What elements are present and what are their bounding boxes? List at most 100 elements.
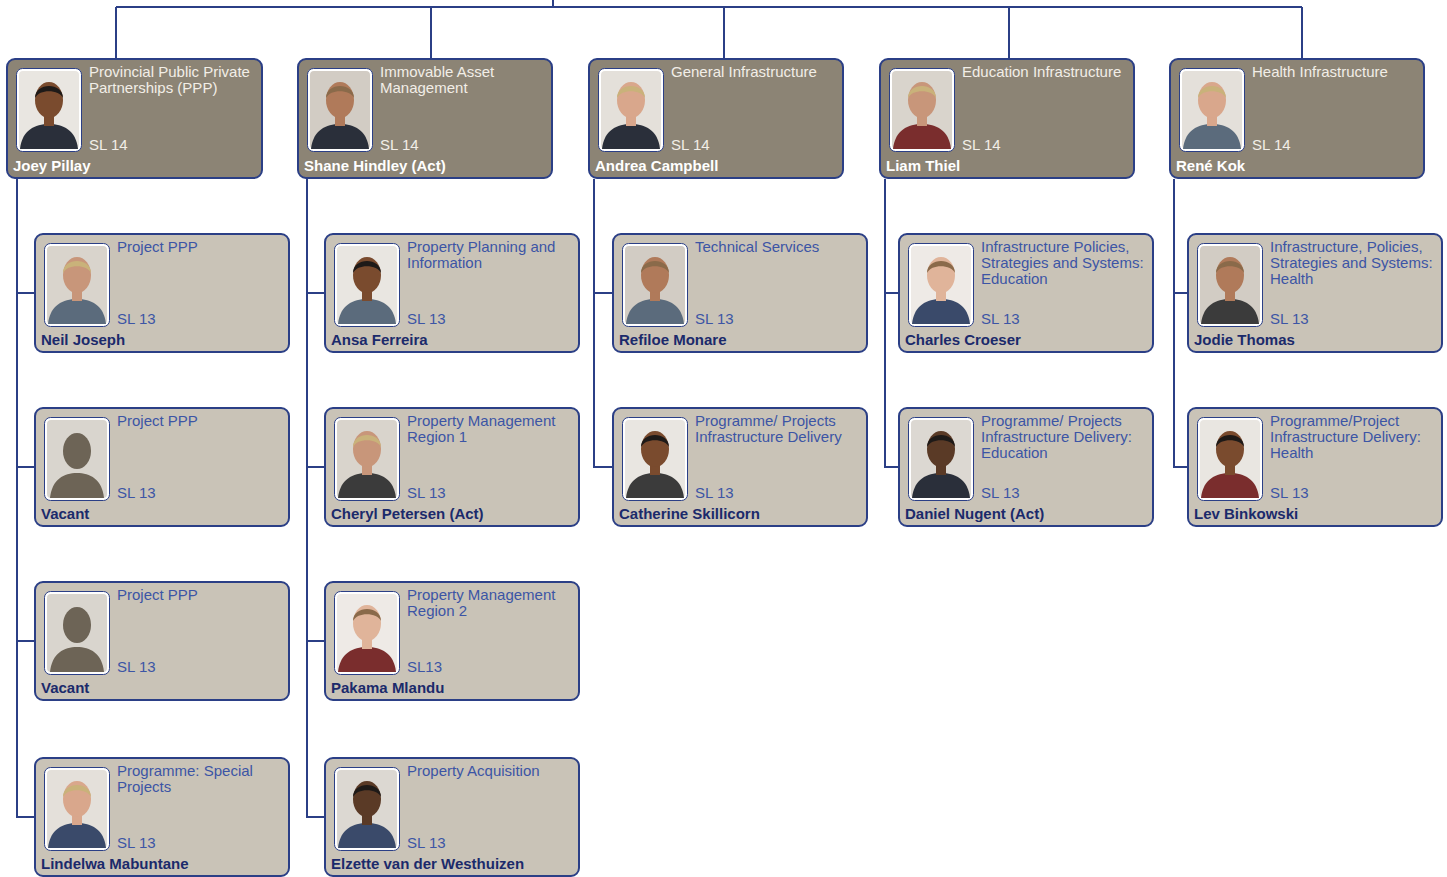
silhouette-head	[63, 607, 91, 643]
photo-frame	[17, 69, 82, 152]
reporting-line	[17, 179, 34, 641]
drop-line	[723, 7, 725, 59]
role-title: Project PPP	[117, 413, 284, 429]
photo-hair	[1216, 435, 1244, 447]
person-name: Jodie Thomas	[1194, 331, 1295, 348]
photo-face	[1216, 257, 1244, 293]
person-name: Pakama Mlandu	[331, 679, 444, 696]
manager-box: Property AcquisitionSL 13Elzette van der…	[324, 757, 580, 877]
role-title: Project PPP	[117, 587, 284, 603]
manager-box: Property Planning and InformationSL 13An…	[324, 233, 580, 353]
reporting-line	[307, 179, 324, 293]
person-name: Refiloe Monare	[619, 331, 727, 348]
manager-box: Programme/ Projects Infrastructure Deliv…	[612, 407, 868, 527]
photo-body	[311, 124, 369, 149]
portrait-photo	[334, 417, 400, 501]
role-title: Health Infrastructure	[1252, 64, 1419, 80]
portrait-photo	[44, 767, 110, 851]
photo-face	[353, 605, 381, 641]
salary-level: SL 13	[407, 311, 446, 327]
photo-face	[617, 82, 645, 118]
reporting-line	[307, 179, 324, 817]
person-name: Shane Hindley (Act)	[304, 157, 446, 174]
photo-ground	[337, 770, 397, 848]
photo-body	[48, 299, 106, 324]
role-title: Property Planning and Information	[407, 239, 574, 271]
director-box: Education InfrastructureSL 14Liam Thiel	[879, 58, 1135, 179]
manager-box: Technical Services SL 13 Refiloe Monare	[612, 233, 868, 353]
bar-line	[116, 6, 1302, 8]
photo-frame	[909, 244, 974, 327]
portrait-photo	[16, 68, 82, 152]
salary-level: SL 14	[380, 137, 419, 153]
person-name: Vacant	[41, 679, 89, 696]
photo-frame	[890, 69, 955, 152]
manager-box: Programme/ Projects Infrastructure Deliv…	[898, 407, 1154, 527]
role-title: Technical Services	[695, 239, 862, 255]
photo-hair	[63, 261, 91, 273]
photo-frame	[1180, 69, 1245, 152]
photo-ground	[337, 594, 397, 672]
salary-level: SL 14	[89, 137, 128, 153]
manager-box: Programme: Special Projects SL 13 Lindelwa…	[34, 757, 290, 877]
photo-hair	[353, 785, 381, 797]
salary-level: SL 13	[695, 311, 734, 327]
photo-body	[912, 473, 970, 498]
person-name: Catherine Skillicorn	[619, 505, 760, 522]
manager-box: Project PPPSL 13Vacant	[34, 581, 290, 701]
person-name: Charles Croeser	[905, 331, 1021, 348]
person-name: Vacant	[41, 505, 89, 522]
silhouette-body	[50, 647, 104, 672]
salary-level: SL 13	[981, 311, 1020, 327]
role-title: Immovable Asset Management	[380, 64, 547, 96]
reporting-line	[17, 179, 34, 293]
photo-ground	[892, 71, 952, 149]
photo-frame	[45, 244, 110, 327]
portrait-photo	[908, 417, 974, 501]
photo-hair	[63, 785, 91, 797]
portrait-photo	[307, 68, 373, 152]
person-name: Elzette van der Westhuizen	[331, 855, 524, 872]
photo-ground	[625, 420, 685, 498]
photo-face	[1216, 431, 1244, 467]
salary-level: SL 14	[671, 137, 710, 153]
salary-level: SL 13	[1270, 485, 1309, 501]
photo-face	[35, 82, 63, 118]
photo-hair	[1198, 86, 1226, 98]
photo-body	[1201, 299, 1259, 324]
photo-frame	[335, 244, 400, 327]
photo-ground	[1200, 246, 1260, 324]
person-name: Liam Thiel	[886, 157, 960, 174]
photo-hair	[326, 86, 354, 98]
role-title: Programme: Special Projects	[117, 763, 284, 795]
role-title: Provincial Public Private Partnerships (…	[89, 64, 257, 96]
role-title: General Infrastructure	[671, 64, 838, 80]
photo-ground	[911, 246, 971, 324]
role-title: Property Acquisition	[407, 763, 574, 779]
portrait-photo	[622, 417, 688, 501]
portrait-photo	[334, 243, 400, 327]
person-name: Lindelwa Mabuntane	[41, 855, 189, 872]
photo-frame	[335, 768, 400, 851]
portrait-photo	[889, 68, 955, 152]
reporting-line	[307, 179, 324, 467]
reporting-line	[594, 179, 612, 467]
role-title: Infrastructure Policies, Strategies and …	[981, 239, 1148, 287]
person-name: Lev Binkowski	[1194, 505, 1298, 522]
photo-face	[353, 781, 381, 817]
photo-ground	[337, 420, 397, 498]
photo-frame	[909, 418, 974, 501]
manager-box: Property Management Region 2SL13Pakama M…	[324, 581, 580, 701]
photo-ground	[19, 71, 79, 149]
photo-ground	[337, 246, 397, 324]
photo-face	[908, 82, 936, 118]
photo-body	[1183, 124, 1241, 149]
portrait-photo	[44, 243, 110, 327]
photo-frame	[308, 69, 373, 152]
manager-box: Property Management Region 1SL 13Cheryl …	[324, 407, 580, 527]
silhouette-body	[50, 473, 104, 498]
director-box: General InfrastructureSL 14Andrea Campbe…	[588, 58, 844, 179]
reporting-line	[594, 179, 612, 293]
salary-level: SL 13	[117, 835, 156, 851]
